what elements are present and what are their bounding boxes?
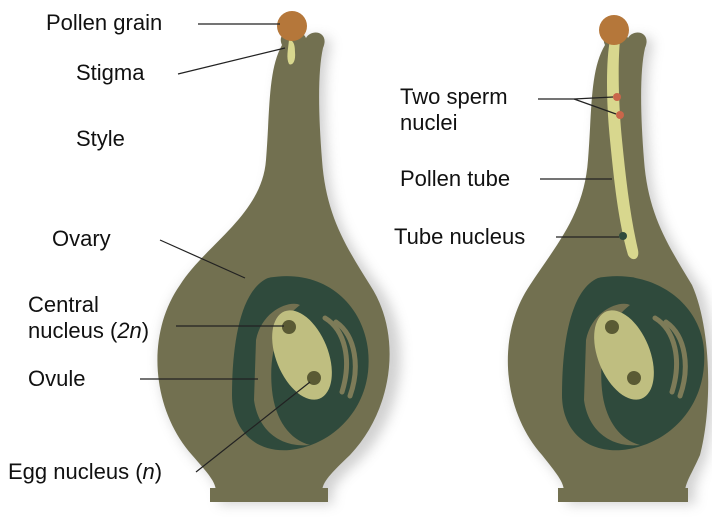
label-tube-nucleus: Tube nucleus: [394, 224, 525, 250]
label-egg-nucleus: Egg nucleus (n): [8, 459, 162, 485]
left-central-nucleus: [282, 320, 296, 334]
left-pistil: [157, 11, 400, 504]
label-pollen-tube: Pollen tube: [400, 166, 510, 192]
leader-stigma: [178, 48, 285, 74]
label-style: Style: [76, 126, 125, 152]
label-stigma: Stigma: [76, 60, 144, 86]
label-two-sperm-line1: Two sperm: [400, 84, 508, 110]
left-pollen-grain: [277, 11, 307, 41]
right-sperm-nucleus-2: [616, 111, 624, 119]
label-central-nucleus: Central nucleus (2n): [28, 292, 149, 344]
right-egg-nucleus: [627, 371, 641, 385]
label-central-nucleus-line1: Central: [28, 292, 149, 318]
right-pollen-grain: [599, 15, 629, 45]
label-egg-nucleus-text: Egg nucleus (: [8, 459, 143, 484]
label-two-sperm-nuclei: Two sperm nuclei: [400, 84, 508, 136]
right-pistil-base: [558, 488, 688, 502]
right-sperm-nucleus-1: [613, 93, 621, 101]
label-two-sperm-line2: nuclei: [400, 110, 508, 136]
right-tube-nucleus: [619, 232, 627, 240]
label-central-nucleus-line2: nucleus (2n): [28, 318, 149, 344]
label-egg-nucleus-ploidy: n: [143, 459, 155, 484]
right-central-nucleus: [605, 320, 619, 334]
label-ovary: Ovary: [52, 226, 111, 252]
label-central-nucleus-text: nucleus (: [28, 318, 117, 343]
label-central-nucleus-close: ): [142, 318, 149, 343]
label-ovule: Ovule: [28, 366, 85, 392]
label-pollen-grain: Pollen grain: [46, 10, 162, 36]
right-pistil: [508, 15, 712, 504]
label-central-nucleus-ploidy: 2n: [117, 318, 141, 343]
left-pistil-base: [210, 488, 328, 502]
label-egg-nucleus-close: ): [155, 459, 162, 484]
